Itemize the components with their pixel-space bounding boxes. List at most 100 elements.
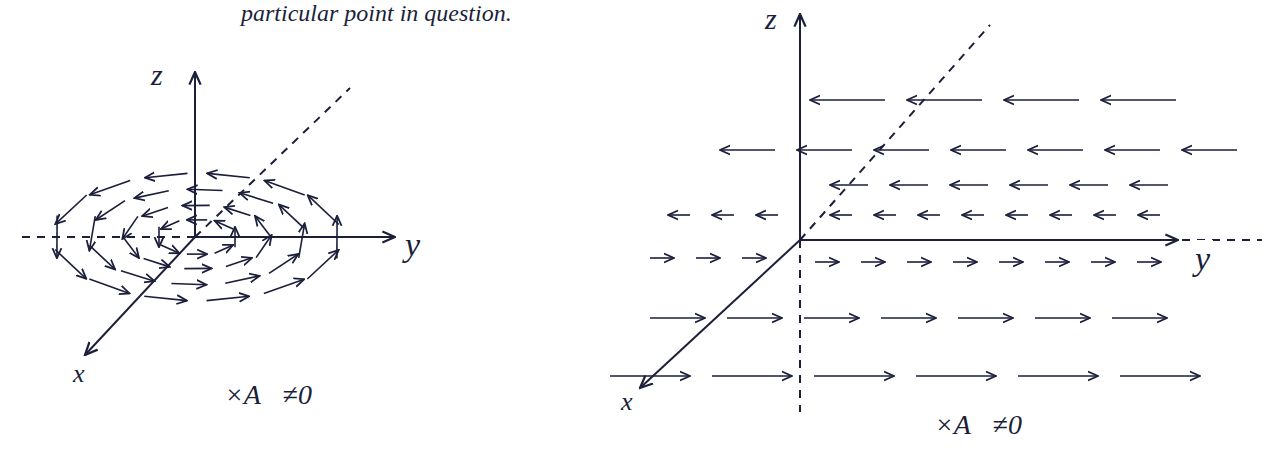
field-arrow	[240, 193, 274, 203]
field-arrow	[951, 149, 1006, 151]
field-arrow	[999, 261, 1023, 263]
dashed-axis	[15, 236, 195, 238]
axis-label: z	[762, 2, 780, 35]
field-arrow	[1094, 214, 1116, 216]
field-arrow	[1050, 214, 1072, 216]
field-arrow	[308, 195, 339, 224]
field-arrow	[215, 221, 234, 229]
y-axis	[800, 239, 1178, 241]
field-arrow	[610, 375, 690, 377]
curl-formula: ∇×A⃗≠0	[200, 380, 315, 411]
field-arrow	[279, 205, 305, 229]
axis-label: x	[618, 388, 636, 417]
field-arrow	[1045, 261, 1069, 263]
field-arrow	[727, 317, 782, 319]
field-arrow	[1035, 317, 1090, 319]
field-arrow	[134, 191, 168, 198]
field-arrow	[226, 258, 252, 267]
field-arrow	[122, 216, 138, 239]
field-arrow	[950, 184, 988, 186]
field-arrow	[1006, 214, 1028, 216]
field-arrow	[90, 245, 116, 269]
field-arrow	[1137, 261, 1161, 263]
field-arrow	[1101, 99, 1176, 101]
axis-label: x	[70, 360, 88, 389]
field-arrow	[121, 271, 155, 281]
dashed-axis	[195, 88, 350, 237]
curl-formula: ∇×A⃗≠0	[910, 410, 1025, 441]
field-arrow	[1138, 214, 1160, 216]
axis-label: y	[402, 226, 423, 263]
field-arrow	[307, 250, 338, 279]
field-arrow	[182, 205, 209, 207]
field-arrow	[207, 173, 250, 177]
x-axis	[640, 240, 800, 388]
field-arrow	[830, 214, 852, 216]
field-arrow	[958, 317, 1013, 319]
field-arrow	[815, 261, 839, 263]
field-arrow	[207, 296, 250, 300]
field-arrow	[861, 261, 885, 263]
field-arrow	[874, 149, 929, 151]
field-arrow	[55, 250, 86, 279]
field-arrow	[1028, 149, 1083, 151]
field-arrow	[1004, 99, 1079, 101]
field-arrow	[122, 236, 139, 258]
field-arrow	[953, 261, 977, 263]
field-arrow	[89, 279, 129, 294]
axis-label: z	[148, 58, 166, 91]
field-arrow	[874, 214, 896, 216]
field-arrow	[756, 214, 778, 216]
field-arrow	[96, 201, 125, 220]
field-arrow	[1010, 184, 1048, 186]
field-arrow	[187, 253, 207, 255]
field-arrow	[225, 276, 259, 283]
field-arrow	[171, 284, 206, 285]
field-arrow	[1130, 184, 1168, 186]
field-arrow	[1018, 375, 1098, 377]
field-arrow	[264, 279, 304, 293]
vector-field	[55, 100, 1237, 376]
field-arrow	[161, 245, 180, 253]
field-arrow	[830, 184, 868, 186]
field-arrow	[810, 99, 885, 101]
axis-label: y	[1192, 240, 1213, 277]
field-arrow	[916, 375, 996, 377]
field-arrow	[55, 195, 86, 224]
field-arrow	[907, 99, 982, 101]
field-arrow	[89, 216, 95, 251]
field-arrow	[742, 257, 766, 259]
z-axis	[194, 72, 196, 237]
field-arrow	[269, 254, 298, 273]
field-arrow	[696, 257, 720, 259]
x-axis	[85, 237, 195, 355]
field-arrow	[881, 317, 936, 319]
field-arrow	[142, 207, 168, 216]
field-arrow	[145, 173, 188, 177]
field-arrow	[224, 207, 250, 215]
field-arrow	[890, 184, 928, 186]
dashed-axis	[800, 25, 990, 240]
field-arrow	[255, 216, 272, 238]
field-arrow	[187, 219, 207, 221]
field-arrow	[90, 180, 130, 194]
field-arrow	[804, 317, 859, 319]
field-arrow	[264, 181, 304, 196]
note-text: particular point in question.	[238, 0, 515, 26]
field-arrow	[650, 257, 674, 259]
field-arrow	[918, 214, 940, 216]
field-arrow	[234, 227, 236, 247]
field-arrow	[144, 259, 170, 267]
field-arrow	[1105, 149, 1160, 151]
dashed-axis	[799, 240, 801, 412]
field-arrow	[650, 317, 705, 319]
field-arrow	[668, 214, 690, 216]
field-arrow	[962, 214, 984, 216]
field-arrow	[144, 296, 187, 300]
field-arrow	[215, 245, 234, 253]
field-arrow	[184, 268, 211, 270]
field-arrow	[1070, 184, 1108, 186]
field-arrow	[907, 261, 931, 263]
y-axis	[195, 236, 395, 238]
